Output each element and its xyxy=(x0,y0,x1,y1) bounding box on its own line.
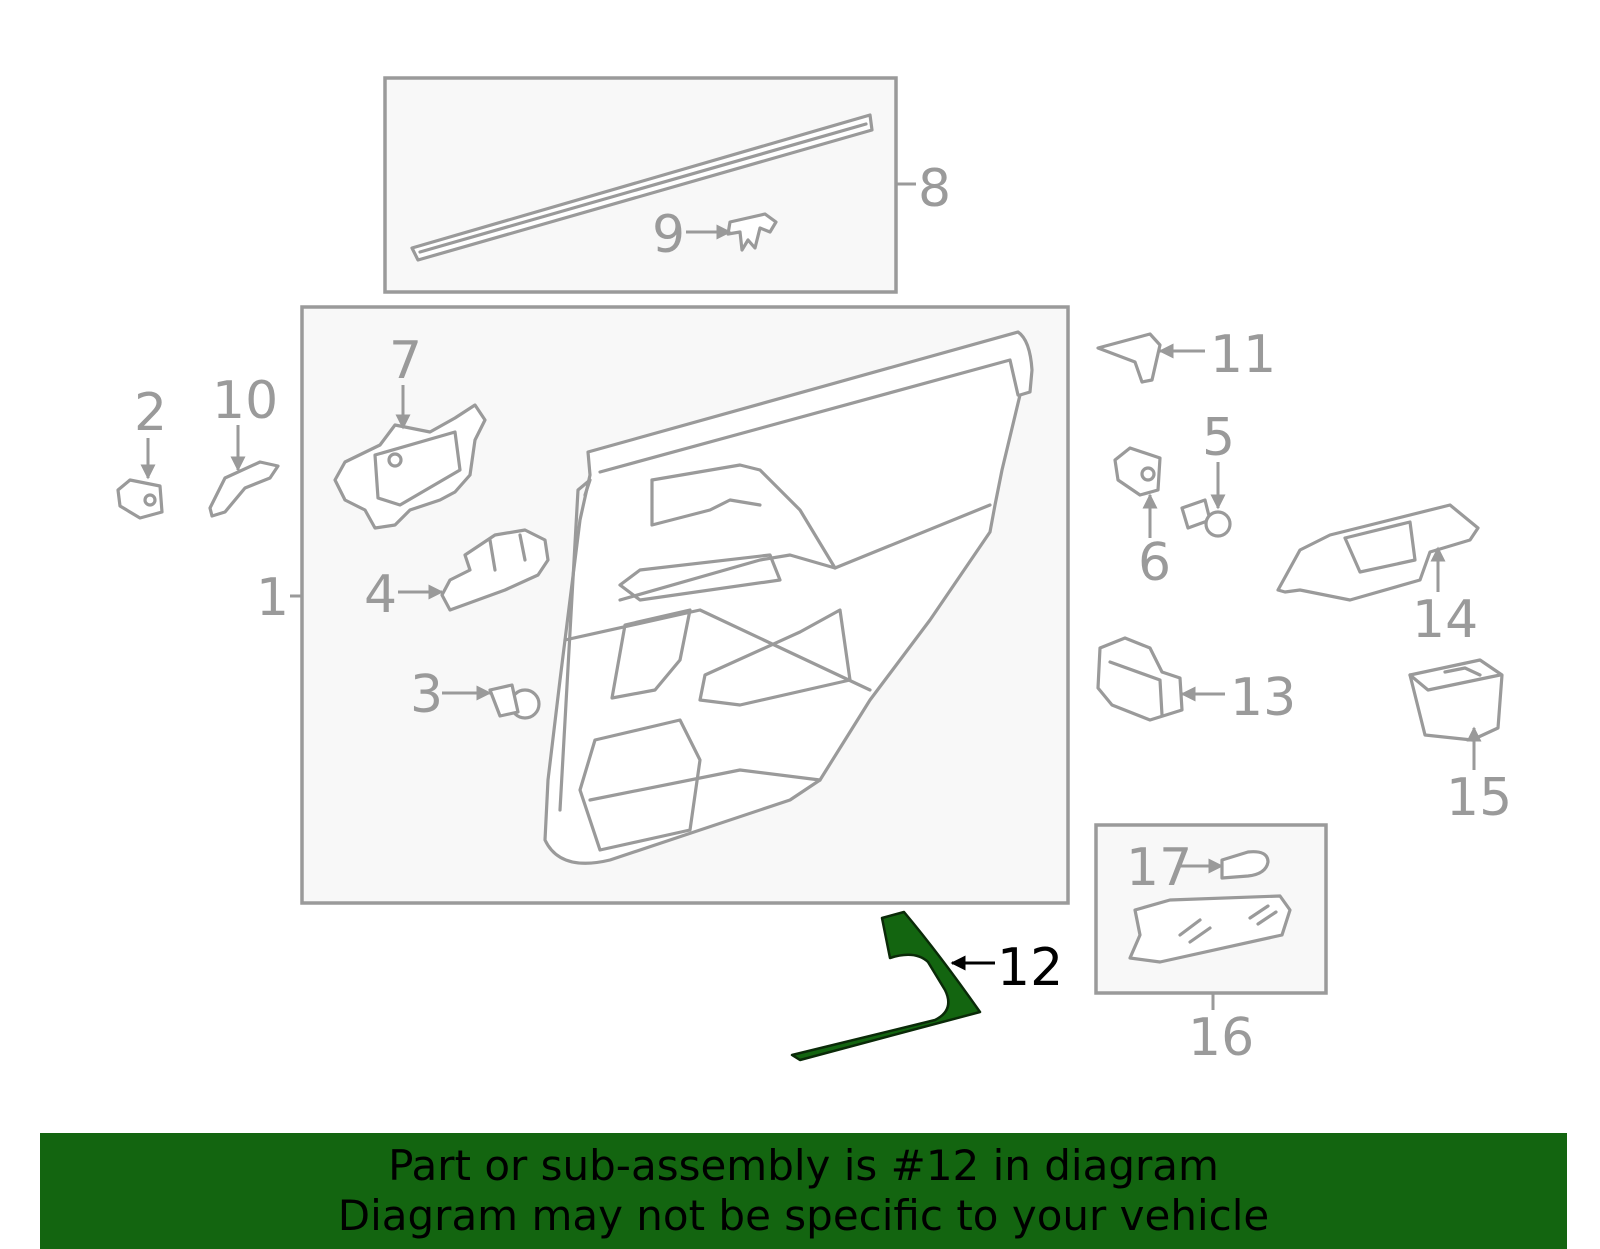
callout-16: 16 xyxy=(1188,1008,1254,1068)
callout-12: 12 xyxy=(997,938,1063,998)
callout-2: 2 xyxy=(134,383,167,443)
part-13-switch[interactable] xyxy=(1096,636,1184,722)
banner-line-1: Part or sub-assembly is #12 in diagram xyxy=(388,1141,1219,1190)
callout-1: 1 xyxy=(256,568,289,628)
callout-5: 5 xyxy=(1202,408,1235,468)
part-11-bracket[interactable] xyxy=(1096,332,1162,384)
callout-17: 17 xyxy=(1126,838,1192,898)
callout-3: 3 xyxy=(410,665,443,725)
part-16-courtesy-lamp[interactable] xyxy=(1128,894,1292,964)
callout-11: 11 xyxy=(1210,325,1276,385)
info-banner: Part or sub-assembly is #12 in diagram D… xyxy=(40,1133,1567,1249)
part-15-cup[interactable] xyxy=(1408,658,1504,742)
part-1-door-trim-panel[interactable] xyxy=(543,330,1034,865)
part-5-screw[interactable] xyxy=(1180,498,1232,538)
part-6-nut[interactable] xyxy=(1113,446,1162,497)
part-12-highlighted-garnish[interactable] xyxy=(790,910,982,1062)
part-2-clip[interactable] xyxy=(116,478,164,520)
callout-9: 9 xyxy=(652,205,685,265)
callout-14: 14 xyxy=(1412,590,1478,650)
part-8-belt-molding[interactable] xyxy=(410,113,874,262)
part-9-clip[interactable] xyxy=(726,212,778,252)
callout-15: 15 xyxy=(1446,768,1512,828)
callout-10: 10 xyxy=(212,371,278,431)
part-14-switch-base[interactable] xyxy=(1276,503,1480,602)
banner-line-2: Diagram may not be specific to your vehi… xyxy=(337,1191,1270,1240)
callout-4: 4 xyxy=(364,565,397,625)
callout-6: 6 xyxy=(1138,533,1171,593)
part-17-bulb[interactable] xyxy=(1220,850,1270,880)
callout-7: 7 xyxy=(389,331,422,391)
callout-13: 13 xyxy=(1230,668,1296,728)
part-3-screw[interactable] xyxy=(488,683,541,720)
callout-8: 8 xyxy=(918,159,951,219)
part-7-inside-handle-bracket[interactable] xyxy=(333,403,487,530)
part-10-clip[interactable] xyxy=(208,460,280,518)
part-4-inside-handle[interactable] xyxy=(440,528,550,612)
